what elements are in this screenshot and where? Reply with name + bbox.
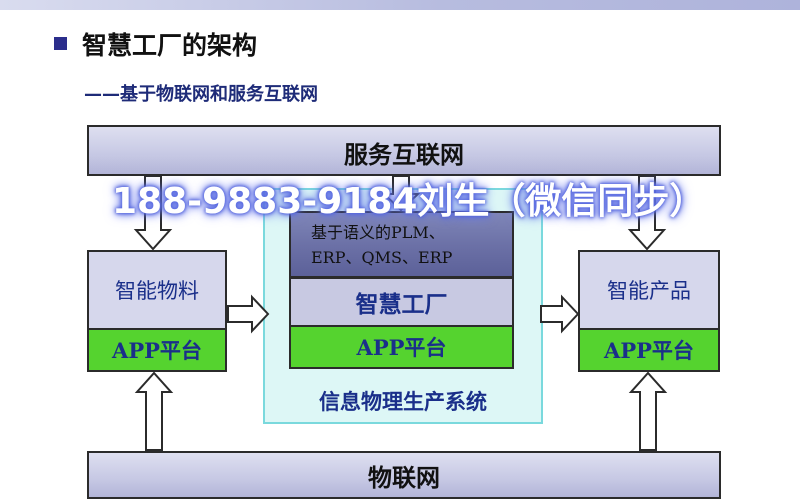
iot-label: 物联网 [368, 463, 440, 492]
bullet-square-icon [54, 37, 67, 50]
smart-material-box: 智能物料 [87, 250, 227, 330]
arrow-down-right [627, 175, 667, 251]
slide-subtitle: ——基于物联网和服务互联网 [84, 84, 318, 105]
cps-label: 信息物理生产系统 [319, 390, 487, 414]
semantic-line-2: ERP、QMS、ERP [311, 248, 453, 267]
service-internet-bar: 服务互联网 [87, 125, 721, 176]
arrow-down-left [133, 175, 173, 251]
semantic-line-1: 基于语义的PLM、 [311, 223, 445, 242]
smart-factory-label: 智慧工厂 [355, 292, 448, 318]
app-platform-right-label: APP平台 [604, 338, 694, 363]
smart-factory-box: 智慧工厂 [289, 277, 514, 327]
semantic-systems-box: 基于语义的PLM、 ERP、QMS、ERP [289, 211, 514, 278]
app-platform-left-label: APP平台 [112, 338, 202, 363]
arrow-up-left [134, 371, 174, 451]
arrow-right-right [540, 294, 580, 334]
arrow-down-center [381, 175, 421, 212]
app-platform-center: APP平台 [289, 325, 514, 369]
iot-bar: 物联网 [87, 451, 721, 499]
header-gradient-bar [0, 0, 800, 10]
app-platform-right: APP平台 [578, 328, 720, 372]
arrow-up-right [628, 371, 668, 451]
smart-product-box: 智能产品 [578, 250, 720, 330]
slide-title: 智慧工厂的架构 [82, 31, 258, 60]
contact-watermark: 188-9883-9184刘生（微信同步） [112, 181, 706, 222]
arrow-right-left [227, 294, 270, 334]
smart-product-label: 智能产品 [607, 279, 691, 303]
smart-material-label: 智能物料 [115, 279, 199, 303]
app-platform-center-label: APP平台 [356, 335, 447, 360]
service-internet-label: 服务互联网 [344, 140, 464, 169]
app-platform-left: APP平台 [87, 328, 227, 372]
